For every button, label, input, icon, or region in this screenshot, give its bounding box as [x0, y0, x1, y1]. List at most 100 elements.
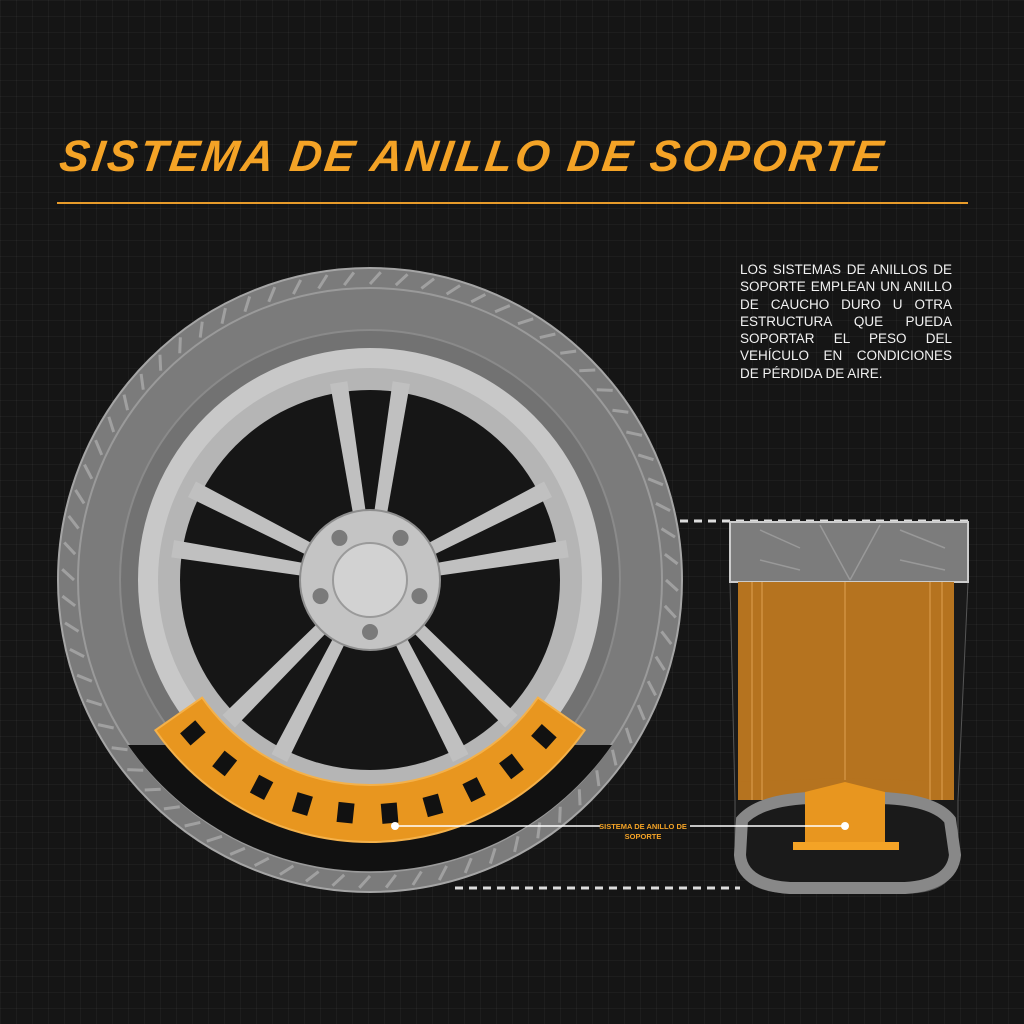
tread-mark [626, 430, 643, 437]
tread-mark [122, 394, 129, 411]
tread-mark [163, 805, 180, 811]
tread-mark [292, 279, 303, 295]
ring-slot [212, 750, 238, 777]
tread-mark [144, 787, 161, 792]
tread-mark [229, 846, 246, 856]
wheel-spoke [373, 381, 410, 523]
tread-mark [660, 630, 673, 645]
wheel-spoke [188, 481, 320, 559]
tread-mark [596, 388, 613, 392]
tread-mark [488, 847, 497, 864]
tread-mark [279, 864, 295, 876]
tread-mark [647, 477, 664, 487]
tread-mark [206, 834, 223, 843]
tread-mark [646, 680, 657, 697]
wheel-spoke [271, 630, 349, 762]
tread-mark [470, 293, 487, 304]
ring-slot [336, 801, 355, 824]
tread-mark [178, 337, 182, 354]
tread-mark [267, 286, 277, 303]
lug-nut [411, 588, 428, 605]
title-divider [57, 202, 968, 204]
support-ring [153, 696, 587, 843]
tread-mark [664, 578, 679, 592]
tread-mark [463, 857, 473, 874]
tread-mark [220, 307, 227, 324]
support-ring-label: SISTEMA DE ANILLO DE SOPORTE [599, 822, 687, 841]
tread-mark [411, 870, 423, 886]
tread-mark [513, 836, 520, 853]
tread-mark [64, 621, 80, 633]
tread-mark [343, 271, 356, 287]
tread-mark [94, 439, 104, 456]
tread-mark [74, 489, 86, 505]
cross-section [455, 519, 972, 894]
ring-slot [180, 720, 206, 746]
tread-mark [655, 502, 671, 513]
tread-mark [539, 332, 556, 339]
lug-nut [312, 588, 329, 605]
ring-slot [499, 753, 524, 780]
ring-slot [291, 792, 313, 816]
tread-mark [536, 822, 542, 839]
ring-slot [531, 723, 557, 750]
tread-mark [127, 768, 144, 772]
description-text: LOS SISTEMAS DE ANILLOS DE SOPORTE EMPLE… [740, 262, 952, 381]
tread-mark [637, 453, 654, 462]
tread-mark [139, 373, 145, 390]
tread-mark [97, 723, 114, 730]
tread-mark [67, 515, 80, 530]
tread-mark [558, 806, 562, 823]
tread-mark [305, 870, 320, 883]
wheel-spoke [171, 540, 313, 577]
wheel-spoke [420, 481, 552, 559]
tread-mark [517, 317, 534, 326]
tread-mark [111, 746, 128, 752]
ring-slot [249, 774, 274, 800]
lug-nut [331, 529, 348, 546]
tread-mark [595, 770, 601, 787]
tread-mark [384, 873, 397, 889]
tread-mark [612, 408, 629, 414]
tread-mark [636, 704, 646, 721]
tread-mark [660, 527, 676, 539]
tread-mark [663, 604, 677, 619]
tread-mark [494, 304, 511, 314]
wheel-spoke [391, 630, 469, 762]
wheel-spoke [330, 381, 367, 523]
wheel-spoke [222, 617, 333, 728]
tread-mark [253, 856, 270, 867]
wheel-spoke [427, 540, 569, 577]
tread-mark [184, 821, 201, 828]
lug-nut [392, 529, 409, 546]
ring-slot [380, 802, 399, 824]
tread-mark [579, 368, 596, 373]
tread-mark [243, 296, 252, 313]
tread-mark [624, 727, 633, 744]
tread-mark [69, 647, 85, 658]
tread-mark [368, 271, 382, 286]
wheel-spoke [407, 617, 518, 728]
callout-lines [391, 822, 845, 830]
tread-mark [654, 655, 666, 671]
lug-nut [362, 624, 378, 640]
tread-mark [86, 698, 103, 707]
tread-mark [76, 673, 93, 683]
tread-mark [158, 354, 163, 371]
tread-mark [317, 274, 329, 290]
tread-mark [560, 349, 577, 355]
tread-mark [663, 553, 679, 566]
tread-mark [331, 873, 346, 887]
tread-mark [61, 568, 76, 582]
tread-mark [63, 541, 77, 556]
ring-slot [422, 793, 444, 818]
tread-mark [61, 594, 77, 607]
tread-mark [107, 416, 116, 433]
tread-mark [577, 789, 582, 806]
tread-mark [394, 273, 409, 287]
tread-mark [611, 749, 618, 766]
ring-slot [462, 777, 486, 803]
tread-mark [420, 277, 435, 290]
tread-mark [445, 284, 461, 296]
